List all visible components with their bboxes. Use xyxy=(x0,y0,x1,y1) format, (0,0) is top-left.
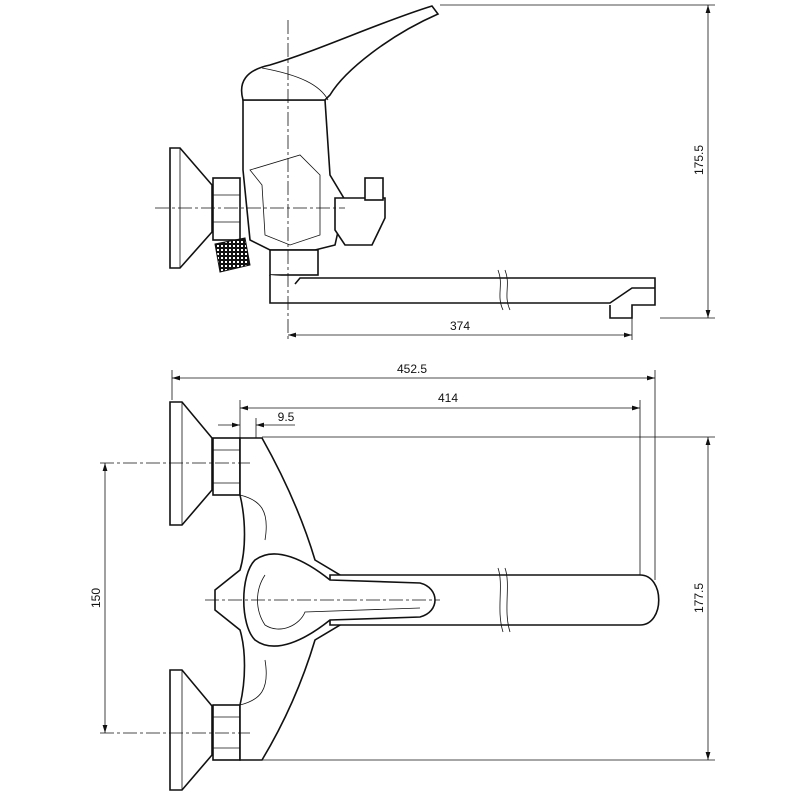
hex-nut-lower xyxy=(212,704,241,761)
top-view: 452.5 414 9.5 150 177.5 xyxy=(89,362,715,791)
spout-reach-dim-label: 414 xyxy=(438,391,458,405)
inlet-spacing-dim-label: 150 xyxy=(89,588,103,608)
hex-nut xyxy=(212,177,241,241)
inlet-thread xyxy=(214,237,251,273)
lever-handle xyxy=(240,5,440,101)
wall-flange-lower xyxy=(169,669,213,791)
overall-width-dim-label: 177.5 xyxy=(692,583,706,613)
spout-collar xyxy=(269,249,319,276)
diverter xyxy=(334,197,386,246)
height-dim-label: 175.5 xyxy=(692,145,706,175)
hex-nut-upper xyxy=(212,437,241,496)
side-view: 175.5 374 xyxy=(155,4,715,340)
body xyxy=(242,99,346,251)
wall-flange-upper xyxy=(169,401,213,526)
overall-length-dim-label: 452.5 xyxy=(397,362,427,376)
offset-dim-label: 9.5 xyxy=(278,410,295,424)
spout-length-dim-label: 374 xyxy=(450,319,470,333)
spout xyxy=(269,275,656,319)
